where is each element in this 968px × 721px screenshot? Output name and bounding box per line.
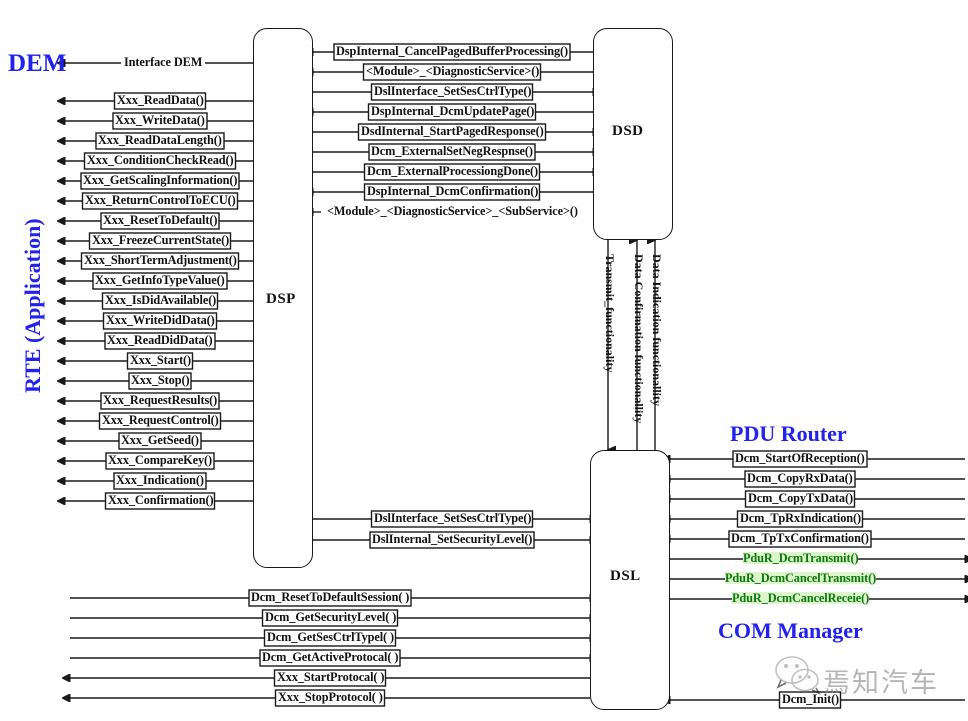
- signal-label-dcm-init: Dcm_Init(): [782, 692, 840, 706]
- signal-label-rte-9: Xxx_GetInfoTypeValue(): [95, 273, 225, 287]
- pdu-router-title: PDU Router: [730, 421, 847, 446]
- signal-label-rte-15: Xxx_RequestResults(): [103, 393, 218, 407]
- signal-label-rte-2: Xxx_ReadDataLength(): [98, 133, 222, 147]
- signal-label-rte-12: Xxx_ReadDidData(): [107, 333, 213, 347]
- signal-label-pdur-0: Dcm_StartOfReception(): [735, 451, 865, 465]
- vertical-signal-label-1: Data Confirmation functionallity: [632, 254, 646, 424]
- signal-label-rte-13: Xxx_Start(): [130, 353, 192, 367]
- signal-label-bottom-4: Xxx_StartProtocal( ): [277, 670, 385, 684]
- signal-label-dsd-2: DslInterface_SetSesCtrlType(): [374, 84, 532, 98]
- signal-label-pdur-3: Dcm_TpRxIndication(): [740, 511, 861, 525]
- signal-label-pdur-2: Dcm_CopyTxData(): [748, 491, 853, 505]
- signal-label-rte-4: Xxx_GetScalingInformation(): [83, 173, 238, 187]
- block-dsl-label: DSL: [610, 568, 641, 584]
- signal-label-dsd-3: DspInternal_DcmUpdatePage(): [371, 104, 535, 118]
- signal-label-rte-6: Xxx_ResetToDefault(): [103, 213, 218, 227]
- vertical-signal-label-0: Transmit_functionality: [603, 254, 617, 373]
- signal-label-dsd-4: DsdInternal_StartPagedResponse(): [361, 124, 544, 138]
- signal-label-bottom-2: Dcm_GetSesCtrlTypel( ): [267, 630, 394, 644]
- com-manager-title: COM Manager: [718, 618, 863, 643]
- block-dsd[interactable]: [593, 28, 673, 240]
- block-dsp[interactable]: [253, 28, 313, 568]
- signal-label-rte-18: Xxx_CompareKey(): [108, 453, 213, 467]
- signal-label-rte-7: Xxx_FreezeCurrentState(): [92, 233, 230, 247]
- signal-label-rte-8: Xxx_ShortTermAdjustment(): [84, 253, 237, 267]
- signal-label-rte-5: Xxx_ReturnControlToECU(): [85, 193, 236, 207]
- signal-label-dsd-7: DspInternal_DcmConfirmation(): [367, 184, 539, 198]
- signal-label-rte-14: Xxx_Stop(): [131, 373, 190, 387]
- signal-label-rte-11: Xxx_WriteDidData(): [106, 313, 215, 327]
- signal-label-dsd-5: Dcm_ExternalSetNegRespnse(): [371, 144, 533, 158]
- signal-label-rte-16: Xxx_RequestControl(): [102, 413, 219, 427]
- signal-label-bottom-5: Xxx_StopProtocol( ): [278, 690, 383, 704]
- vertical-signal-label-2: Data Indication functionallity: [650, 254, 664, 407]
- signal-label-pdur-1: Dcm_CopyRxData(): [747, 471, 853, 485]
- signal-label-dsd-0: DspInternal_CancelPagedBufferProcessing(…: [336, 44, 569, 58]
- signal-label-pdur-4: Dcm_TpTxConfirmation(): [731, 531, 869, 545]
- signal-label-bottom-1: Dcm_GetSecurityLevel( ): [265, 610, 397, 624]
- rte-title: RTE (Application): [20, 218, 45, 393]
- signal-label-dsd-6: Dcm_ExternalProcessiongDone(): [367, 164, 539, 178]
- signal-label-dsd-1: <Module>_<DiagnosticService>(): [366, 64, 540, 78]
- signal-label-dsd-8: <Module>_<DiagnosticService>_<SubService…: [327, 204, 578, 218]
- signal-label-rte-0: Xxx_ReadData(): [117, 93, 204, 107]
- signal-label-rte-17: Xxx_GetSeed(): [121, 433, 199, 447]
- block-dsd-label: DSD: [612, 123, 644, 139]
- signal-label-dsl-dsp-0: DslInterface_SetSesCtrlType(): [374, 511, 532, 525]
- signal-label-rte-19: Xxx_Indication(): [116, 473, 204, 487]
- signal-label-rte-10: Xxx_IsDidAvailable(): [105, 293, 217, 307]
- dem-title: DEM: [8, 50, 67, 77]
- signal-label-pdur-5: PduR_DcmTransmit(): [743, 551, 859, 565]
- signal-label-interface-dem: Interface DEM: [124, 55, 203, 69]
- block-dsl[interactable]: [590, 450, 670, 710]
- signal-label-dsl-dsp-1: DslInternal_SetSecurityLevel(): [372, 532, 533, 546]
- block-dsp-label: DSP: [266, 291, 296, 307]
- signal-label-bottom-3: Dcm_GetActiveProtocal( ): [262, 650, 399, 664]
- signal-label-pdur-6: PduR_DcmCancelTransmit(): [725, 571, 877, 585]
- signal-label-rte-20: Xxx_Confirmation(): [108, 493, 214, 507]
- signal-label-rte-1: Xxx_WriteData(): [115, 113, 205, 127]
- signal-label-pdur-7: PduR_DcmCancelReceie(): [732, 591, 870, 605]
- signal-label-bottom-0: Dcm_ResetToDefaultSession( ): [251, 590, 410, 604]
- signal-label-rte-3: Xxx_ConditionCheckRead(): [87, 153, 234, 167]
